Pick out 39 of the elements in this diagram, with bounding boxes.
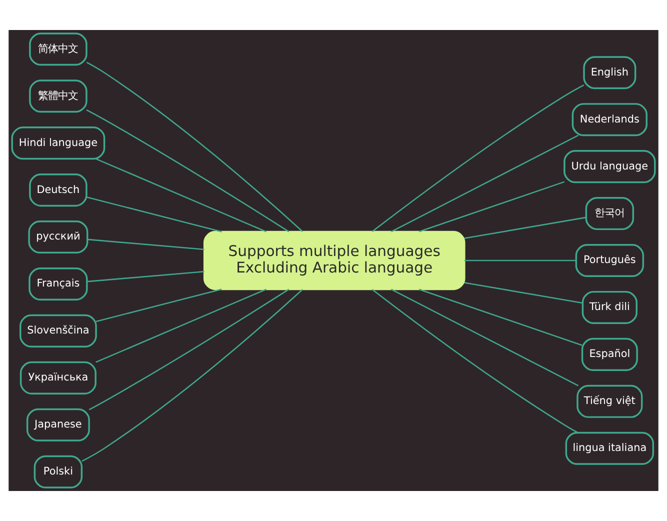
connector	[464, 260, 576, 262]
node-box: Português	[575, 244, 644, 278]
connector	[88, 288, 290, 410]
connector	[372, 288, 578, 434]
node-box: 简体中文	[29, 32, 88, 66]
connector	[418, 181, 565, 232]
node-box: 繁體中文	[29, 80, 88, 113]
connector	[390, 134, 579, 232]
node-box: Hindi language	[11, 126, 106, 160]
node-box: русский	[28, 220, 88, 254]
connector	[96, 288, 266, 363]
node-box: lingua italiana	[565, 432, 654, 465]
node-box: Tiếng việt	[576, 384, 643, 418]
connector	[87, 238, 204, 250]
node-box: Slovenščina	[20, 314, 97, 348]
connector	[372, 84, 584, 232]
node-box: Polski	[34, 455, 83, 488]
connector	[86, 62, 303, 232]
node-box: Українська	[20, 361, 96, 394]
node-box: 한국어	[585, 197, 634, 230]
connector	[390, 288, 579, 386]
node-box: English	[583, 56, 636, 90]
node-box: Español	[581, 338, 638, 371]
connector	[464, 216, 586, 239]
node-box: Français	[28, 267, 88, 300]
node-box: Deutsch	[29, 174, 88, 207]
connector	[418, 288, 582, 346]
connector	[82, 289, 303, 462]
node-box: Urdu language	[564, 150, 656, 184]
node-box: Türk dili	[582, 290, 638, 324]
node-box: Japanese	[26, 408, 90, 442]
connector	[86, 109, 290, 232]
connector	[86, 196, 222, 232]
connector	[96, 288, 222, 322]
node-box: Supports multiple languages Excluding Arabic language	[203, 230, 466, 290]
connector	[464, 282, 583, 304]
connector	[87, 270, 204, 282]
node-box: Nederlands	[572, 103, 648, 136]
connector	[96, 158, 266, 232]
